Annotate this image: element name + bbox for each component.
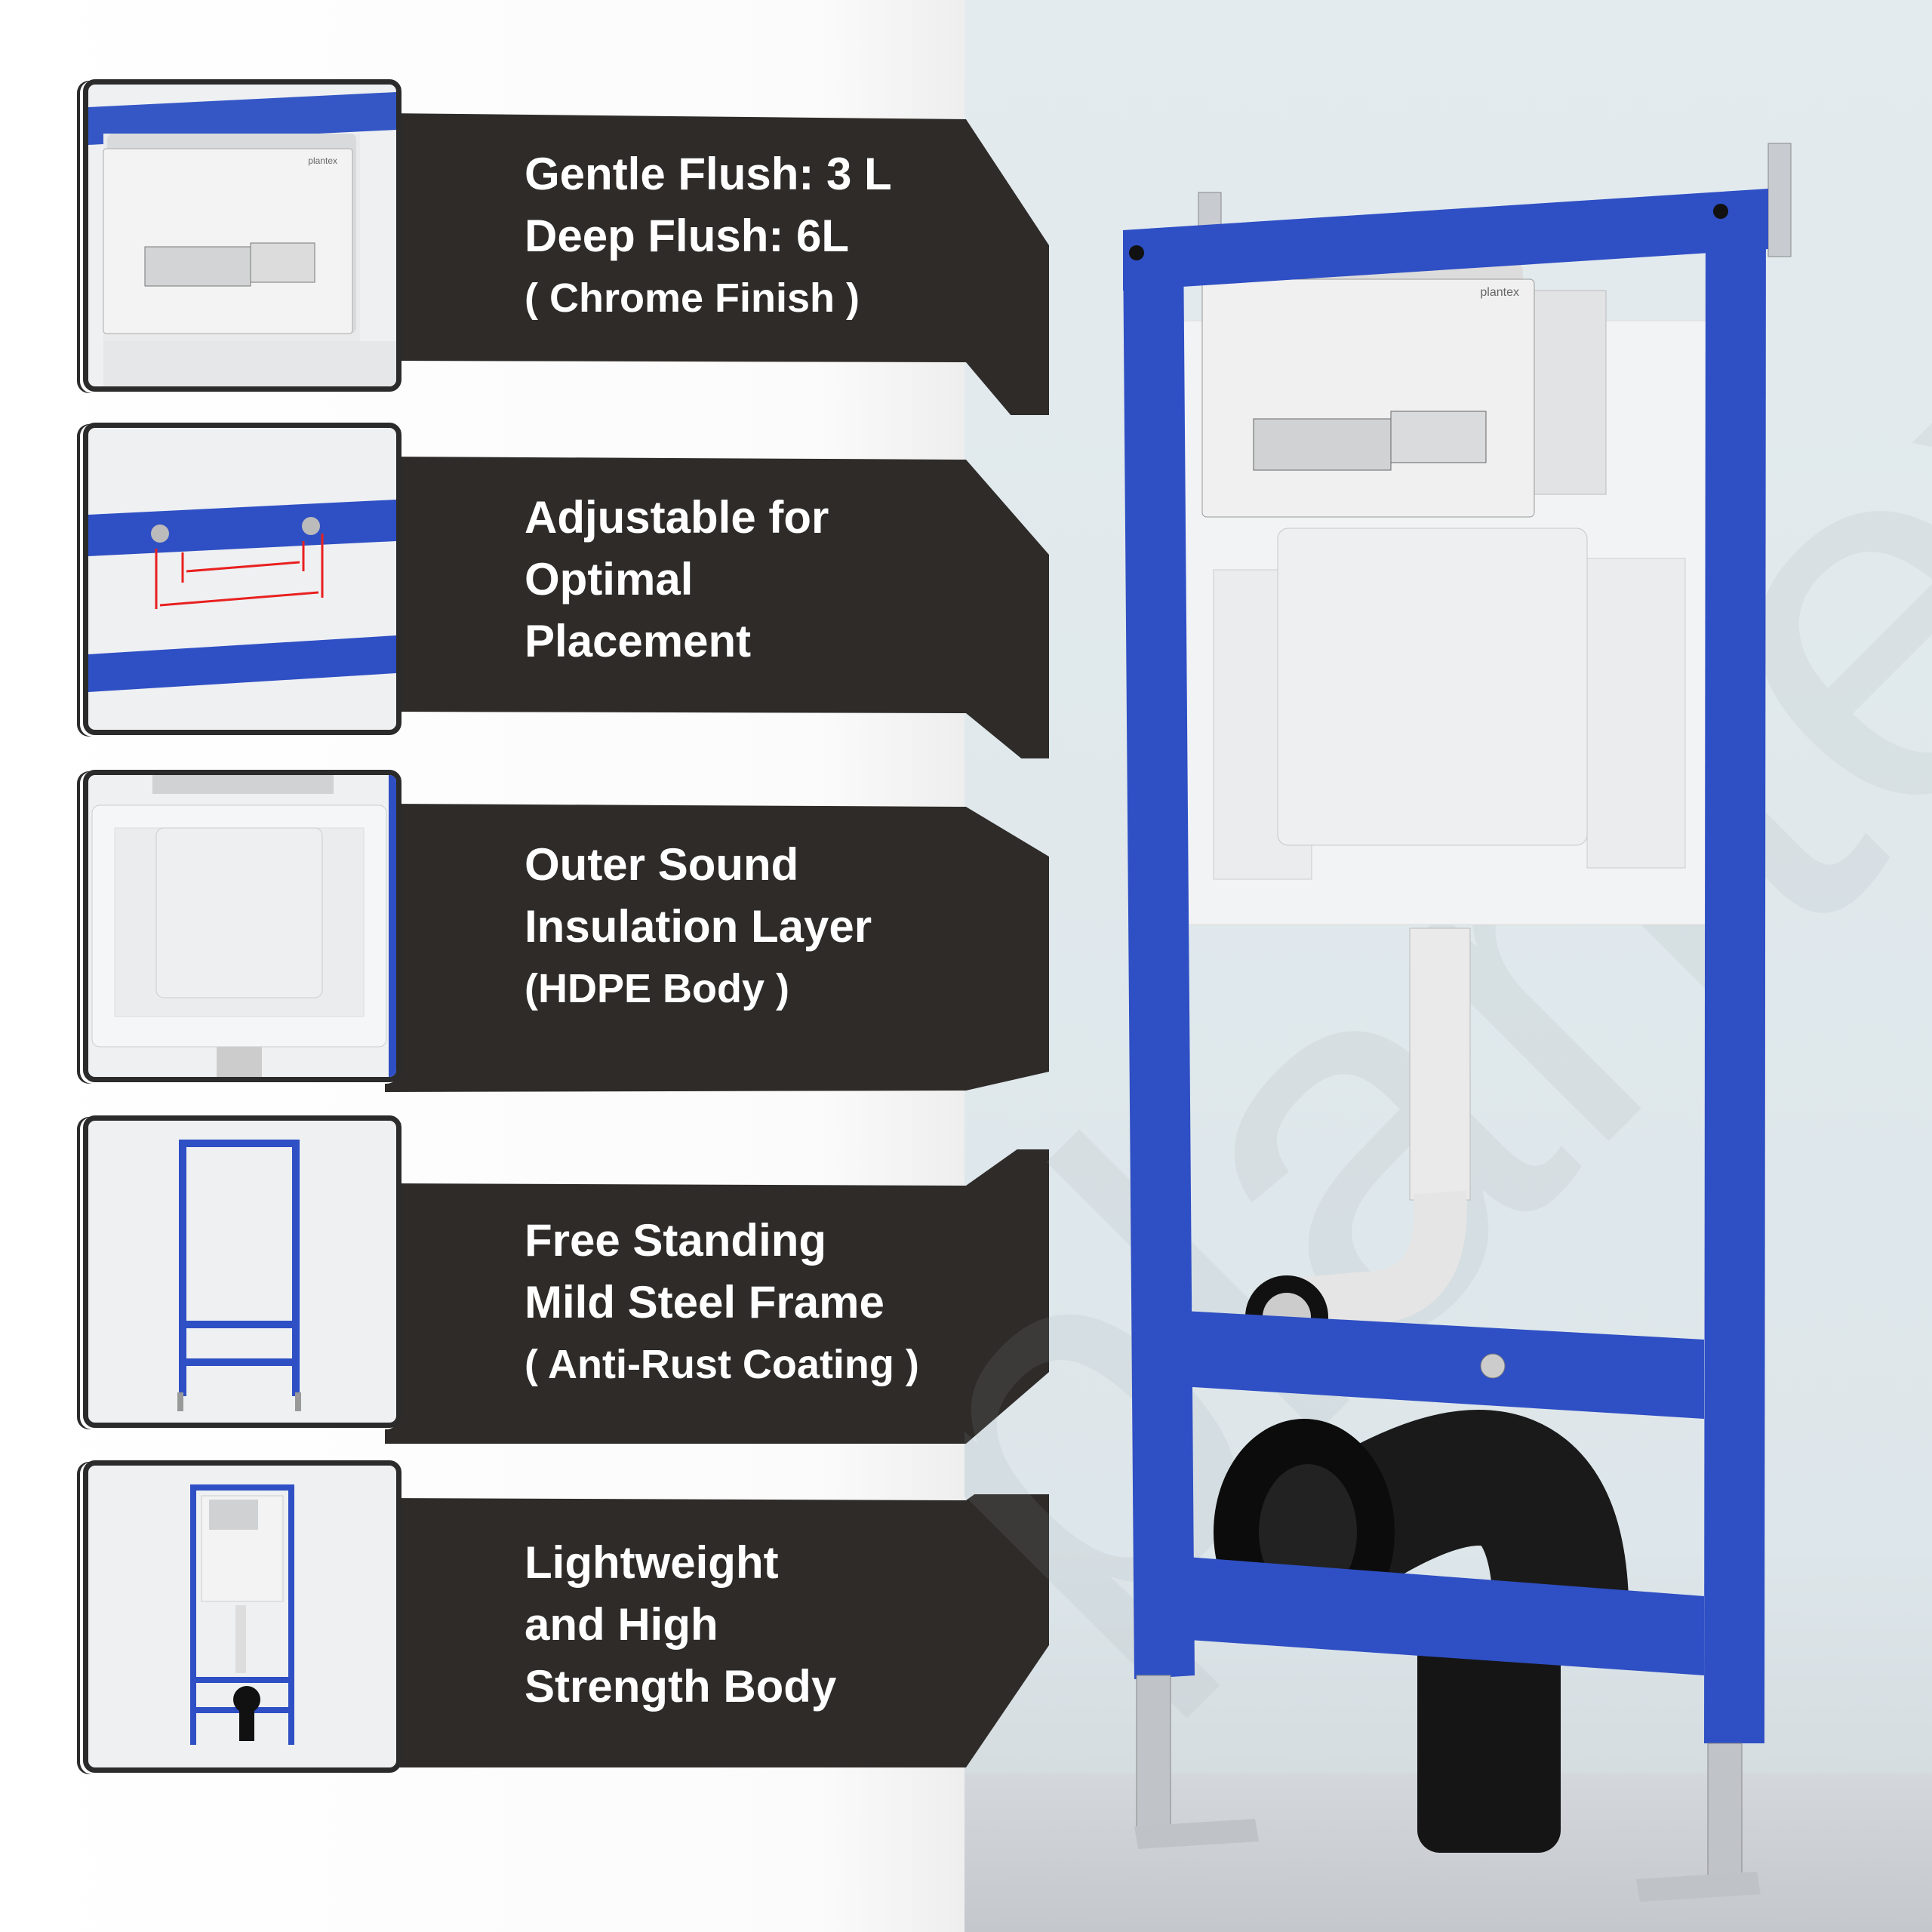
feature-line: Free Standing: [525, 1215, 827, 1266]
feature-line: Strength Body: [525, 1661, 837, 1712]
thumbnail-full-assembly: [83, 1460, 401, 1773]
feature-line: Optimal: [525, 554, 694, 605]
plate-logo: plantex: [308, 155, 337, 166]
product-illustration: plantex plantex: [964, 123, 1932, 1902]
thumbnail-adjustable-bracket: [83, 423, 401, 735]
feature-note: ( Chrome Finish ): [525, 275, 860, 321]
feature-line: Deep Flush: 6L: [525, 211, 850, 261]
feature-note: ( Anti-Rust Coating ): [525, 1342, 919, 1387]
feature-banner: Adjustable for Optimal Placement: [385, 457, 1049, 758]
feature-line: and High: [525, 1599, 718, 1650]
feature-banner: Outer Sound Insulation Layer (HDPE Body …: [385, 804, 1049, 1092]
feature-line: Mild Steel Frame: [525, 1277, 884, 1327]
thumbnail-flush-plate: plantex: [83, 79, 401, 392]
feature-line: Placement: [525, 616, 752, 666]
feature-note: (HDPE Body ): [525, 966, 789, 1011]
thumbnail-steel-frame: [83, 1115, 401, 1428]
feature-banner: Gentle Flush: 3 L Deep Flush: 6L ( Chrom…: [385, 113, 1049, 415]
feature-flush: Gentle Flush: 3 L Deep Flush: 6L ( Chrom…: [83, 79, 1049, 415]
feature-banner: Lightweight and High Strength Body: [385, 1494, 1049, 1767]
feature-line: Adjustable for: [525, 492, 829, 543]
thumbnail-cistern-body: [83, 770, 401, 1082]
feature-line: Outer Sound: [525, 839, 799, 890]
feature-line: Lightweight: [525, 1537, 779, 1588]
feature-frame: Free Standing Mild Steel Frame ( Anti-Ru…: [83, 1115, 1049, 1444]
plate-logo: plantex: [1480, 286, 1519, 299]
feature-adjustable: Adjustable for Optimal Placement: [83, 423, 1049, 758]
feature-strength: Lightweight and High Strength Body: [83, 1460, 1049, 1773]
feature-insulation: Outer Sound Insulation Layer (HDPE Body …: [83, 770, 1049, 1092]
feature-line: Insulation Layer: [525, 901, 872, 952]
feature-line: Gentle Flush: 3 L: [525, 149, 892, 199]
feature-banner: Free Standing Mild Steel Frame ( Anti-Ru…: [385, 1149, 1049, 1444]
